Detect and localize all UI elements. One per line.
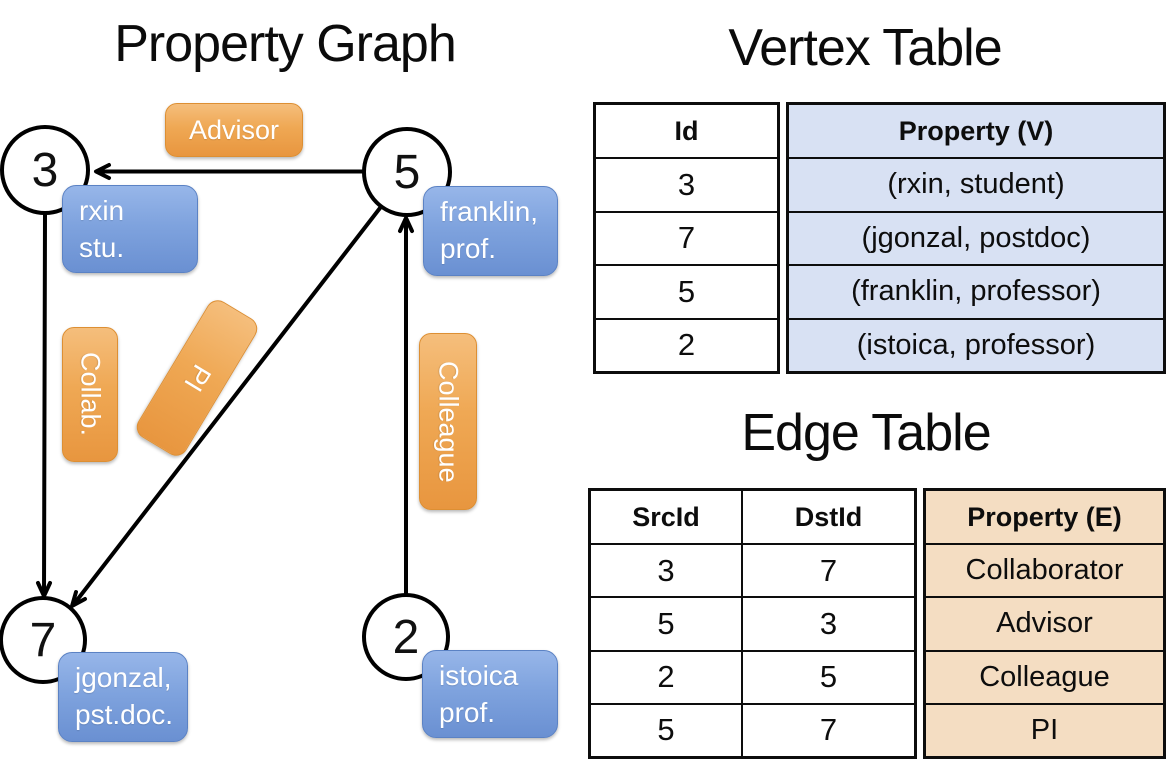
edge-table-srcid-cell: 5	[591, 598, 743, 650]
vertex-property-line: stu.	[79, 231, 125, 263]
edge-table-srcid-cell: 2	[591, 651, 743, 703]
vertex-table-id-header: Id	[674, 115, 699, 146]
vertex-table-id-cell: 2	[596, 317, 777, 372]
edge-table-title: Edge Table	[741, 404, 991, 462]
edge-table-dstid-cell: 5	[819, 659, 838, 695]
edge-table-srcid-header: SrcId	[591, 491, 743, 543]
vertex-property-line: pst.doc.	[75, 698, 174, 730]
graph-node-2: 2	[362, 593, 450, 681]
property-graph-title: Property Graph	[114, 15, 457, 73]
vertex-table-id-cell: 5	[596, 264, 777, 318]
edge-table-row: 5 7	[591, 702, 914, 756]
edge-table-header-row: SrcId DstId	[591, 491, 914, 543]
edge-table-property-cell: Collaborator	[926, 543, 1163, 596]
vertex-property-line: rxin	[79, 195, 125, 226]
edge-colleague-arrowhead	[398, 216, 414, 233]
edge-label-colleague: Colleague	[419, 333, 477, 510]
vertex-table-property-column: Property (V) (rxin, student) (jgonzal, p…	[786, 102, 1166, 374]
edge-table-srcid-cell: 5	[591, 704, 743, 756]
vertex-property-line: prof.	[440, 232, 497, 264]
edge-table-srcid-cell: 3	[591, 545, 743, 597]
vertex-table-property-cell: (franklin, professor)	[789, 264, 1163, 318]
vertex-table-property-cell: (rxin, student)	[789, 157, 1163, 211]
vertex-property-box-2: istoica prof.	[422, 650, 558, 738]
vertex-property-line: franklin,	[440, 196, 539, 227]
vertex-table-property-cell: (jgonzal, postdoc)	[789, 210, 1163, 265]
vertex-property-line: jgonzal,	[75, 662, 172, 693]
edge-table-row: 5 3	[591, 596, 914, 650]
edge-table-dstid-header: DstId	[794, 501, 863, 532]
vertex-property-box-7: jgonzal, pst.doc.	[58, 652, 188, 742]
vertex-property-line: prof.	[439, 696, 496, 728]
vertex-table-id-column: Id 3 7 5 2	[593, 102, 780, 374]
vertex-table-property-cell: (istoica, professor)	[789, 317, 1163, 372]
edge-table-dstid-cell: 7	[819, 712, 838, 748]
vertex-property-box-3: rxin stu.	[62, 185, 198, 273]
vertex-property-box-5: franklin, prof.	[423, 186, 558, 276]
edge-pi-line	[72, 206, 382, 606]
edge-table-property-cell: PI	[926, 702, 1163, 756]
edge-collab-line	[42, 213, 47, 596]
vertex-property-line: istoica	[439, 660, 519, 691]
edge-table-id-columns: SrcId DstId 3 7 5 3 2 5 5 7	[588, 488, 917, 759]
edge-table-property-cell: Advisor	[926, 596, 1163, 649]
edge-table-property-cell: Colleague	[926, 649, 1163, 703]
graph-edges-layer	[36, 163, 414, 608]
vertex-table-id-cell: 3	[596, 157, 777, 211]
edge-table-dstid-cell: 3	[819, 605, 838, 641]
vertex-table-id-cell: 7	[596, 210, 777, 265]
edge-label-collab: Collab.	[62, 327, 118, 462]
vertex-table-property-header: Property (V)	[898, 115, 1054, 146]
vertex-table-title: Vertex Table	[728, 19, 1002, 77]
edge-advisor-arrowhead	[94, 163, 111, 180]
edge-table-property-header: Property (E)	[967, 501, 1122, 532]
edge-table-row: 3 7	[591, 543, 914, 597]
edge-label-advisor: Advisor	[165, 103, 303, 157]
edge-table-row: 2 5	[591, 649, 914, 703]
edge-table-property-column: Property (E) Collaborator Advisor Collea…	[923, 488, 1166, 759]
edge-table-dstid-cell: 7	[819, 552, 838, 588]
